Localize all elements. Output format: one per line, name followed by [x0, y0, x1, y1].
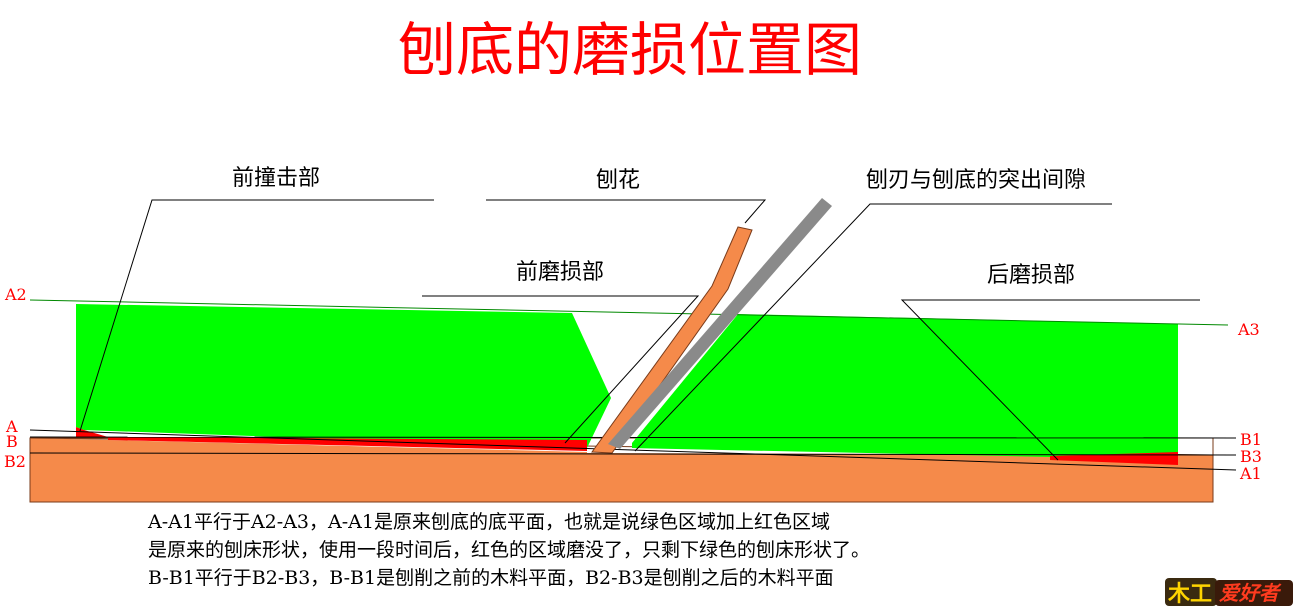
label-front-wear: 前磨损部 — [516, 260, 604, 285]
label-blade-gap: 刨刃与刨底的突出间隙 — [866, 168, 1086, 193]
label-front-impact: 前撞击部 — [232, 166, 320, 191]
label-shavings: 刨花 — [596, 168, 640, 193]
shaving-chip — [591, 226, 753, 454]
leader-front-wear — [422, 295, 700, 444]
site-logo: 木工 爱好者 — [1165, 578, 1293, 607]
point-a: A — [5, 417, 18, 436]
plane-body-front — [76, 304, 611, 448]
line-a-a1 — [29, 429, 1237, 471]
diagram-title: 刨底的磨损位置图 — [398, 16, 862, 84]
point-a3: A3 — [1237, 320, 1260, 339]
point-a2: A2 — [4, 285, 27, 304]
front-wear-area — [108, 437, 587, 451]
logo-text-2: 爱好者 — [1219, 581, 1282, 605]
point-b1: B1 — [1240, 430, 1262, 449]
point-b: B — [6, 432, 18, 451]
label-rear-wear: 后磨损部 — [987, 263, 1075, 288]
logo-text-1: 木工 — [1167, 582, 1212, 607]
line-b-b1 — [29, 436, 1237, 439]
plane-blade — [608, 198, 832, 449]
note-line-3: B-B1平行于B2-B3，B-B1是刨削之前的木料平面，B2-B3是刨削之后的木… — [148, 567, 834, 589]
front-impact-wear — [76, 427, 108, 437]
line-b2-b3 — [29, 452, 1237, 456]
leader-blade-gap — [634, 203, 1112, 452]
line-a2-a3 — [29, 299, 1229, 326]
note-line-1: A-A1平行于A2-A3，A-A1是原来刨底的底平面，也就是说绿色区域加上红色区… — [147, 511, 830, 533]
point-b2: B2 — [4, 452, 26, 471]
wood-piece — [30, 438, 1213, 502]
leader-front-impact — [79, 199, 434, 432]
point-b3: B3 — [1240, 447, 1262, 466]
plane-body-rear — [632, 314, 1178, 457]
note-line-2: 是原来的刨床形状，使用一段时间后，红色的区域磨没了，只剩下绿色的刨床形状了。 — [148, 539, 870, 561]
point-a1: A1 — [1239, 464, 1262, 483]
leader-shavings — [486, 199, 767, 224]
leader-rear-wear — [900, 299, 1200, 461]
